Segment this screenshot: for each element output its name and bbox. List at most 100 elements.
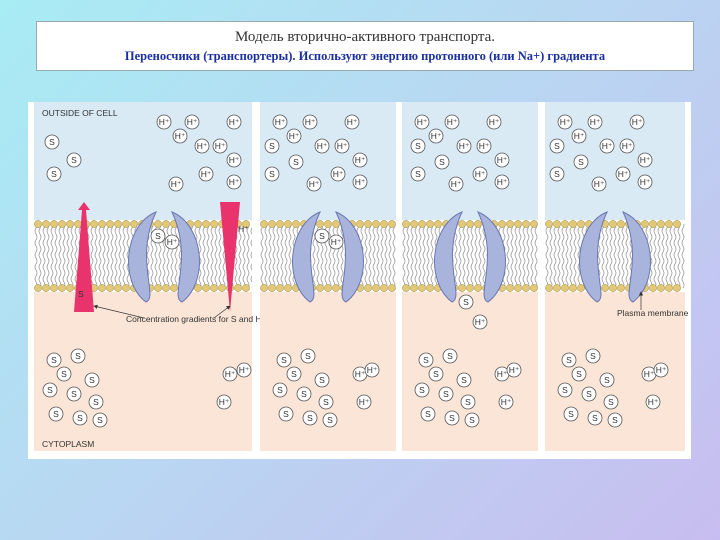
lipid-head xyxy=(268,284,276,292)
solute-label: S xyxy=(554,141,560,151)
proton-circle xyxy=(328,234,344,250)
solute-label: S xyxy=(277,385,283,395)
solute-label: S xyxy=(281,355,287,365)
solute-s: S xyxy=(581,386,597,402)
proton-h: H⁺ xyxy=(172,128,188,144)
solute-label: S xyxy=(71,389,77,399)
solute-circle xyxy=(44,134,60,150)
lipid-head xyxy=(364,220,372,228)
solute-circle xyxy=(464,412,480,428)
solute-label: S xyxy=(323,397,329,407)
proton-label: H⁺ xyxy=(451,179,462,189)
solute-label: S xyxy=(447,351,453,361)
solute-circle xyxy=(549,166,565,182)
lipid-head xyxy=(98,220,106,228)
lipid-head xyxy=(260,284,268,292)
proton-circle xyxy=(198,166,214,182)
lipid-head xyxy=(234,284,242,292)
proton-label: H⁺ xyxy=(355,155,366,165)
lipid-head xyxy=(665,220,673,228)
proton-label: H⁺ xyxy=(497,369,508,379)
solute-circle xyxy=(278,406,294,422)
solute-s: S xyxy=(150,228,166,244)
solute-label: S xyxy=(269,141,275,151)
lipid-head xyxy=(410,220,418,228)
lipid-head xyxy=(388,284,396,292)
proton-label: H⁺ xyxy=(602,141,613,151)
proton-label: H⁺ xyxy=(640,177,651,187)
solute-circle xyxy=(418,352,434,368)
lipid-head xyxy=(316,284,324,292)
lipid-head xyxy=(418,284,426,292)
proton-h: H⁺ xyxy=(212,138,228,154)
lipid-head xyxy=(609,220,617,228)
proton-h: H⁺ xyxy=(506,362,522,378)
lipid-head xyxy=(66,220,74,228)
proton-circle xyxy=(184,114,200,130)
proton-h: H⁺ xyxy=(286,128,302,144)
proton-label: H⁺ xyxy=(497,155,508,165)
solute-circle xyxy=(458,294,474,310)
proton-h: H⁺ xyxy=(328,234,344,250)
proton-circle xyxy=(236,362,252,378)
solute-s: S xyxy=(456,372,472,388)
solute-label: S xyxy=(319,375,325,385)
proton-label: H⁺ xyxy=(229,117,240,127)
solute-label: S xyxy=(415,169,421,179)
solute-circle xyxy=(561,352,577,368)
solute-s: S xyxy=(410,138,426,154)
lipid-head xyxy=(194,284,202,292)
proton-h: H⁺ xyxy=(222,366,238,382)
solute-label: S xyxy=(307,413,313,423)
proton-label: H⁺ xyxy=(594,179,605,189)
lipid-head xyxy=(577,220,585,228)
solute-circle xyxy=(563,406,579,422)
solute-label: S xyxy=(612,415,618,425)
lipid-head xyxy=(268,220,276,228)
solute-s: S xyxy=(464,412,480,428)
lipid-head xyxy=(316,220,324,228)
solute-circle xyxy=(603,394,619,410)
solute-s: S xyxy=(557,382,573,398)
proton-label: H⁺ xyxy=(417,117,428,127)
transporter-protein xyxy=(128,211,200,303)
solute-circle xyxy=(585,348,601,364)
lipid-head xyxy=(458,284,466,292)
lipid-head xyxy=(402,220,410,228)
solute-label: S xyxy=(415,141,421,151)
solute-circle xyxy=(300,348,316,364)
proton-h: H⁺ xyxy=(364,362,380,378)
solute-circle xyxy=(288,154,304,170)
lipid-head xyxy=(324,284,332,292)
proton-h: H⁺ xyxy=(352,152,368,168)
solute-s: S xyxy=(599,372,615,388)
proton-h: H⁺ xyxy=(334,138,350,154)
proton-circle xyxy=(314,138,330,154)
lipid-head xyxy=(154,284,162,292)
lipid-head xyxy=(372,284,380,292)
solute-circle xyxy=(286,366,302,382)
solute-s: S xyxy=(603,394,619,410)
proton-label: H⁺ xyxy=(309,179,320,189)
proton-circle xyxy=(591,176,607,192)
solute-s: S xyxy=(296,386,312,402)
proton-label: H⁺ xyxy=(447,117,458,127)
lipid-head xyxy=(162,220,170,228)
solute-label: S xyxy=(291,369,297,379)
lipid-head xyxy=(380,284,388,292)
lipid-head xyxy=(292,220,300,228)
solute-circle xyxy=(410,138,426,154)
solute-label: S xyxy=(433,369,439,379)
solute-circle xyxy=(92,412,108,428)
lipid-head xyxy=(410,284,418,292)
solute-label: S xyxy=(590,351,596,361)
lipid-head xyxy=(514,220,522,228)
solute-s: S xyxy=(66,152,82,168)
lipid-head xyxy=(649,284,657,292)
solute-s: S xyxy=(42,382,58,398)
lipid-head xyxy=(218,284,226,292)
proton-circle xyxy=(629,114,645,130)
proton-h: H⁺ xyxy=(194,138,210,154)
solute-label: S xyxy=(327,415,333,425)
solute-label: S xyxy=(586,389,592,399)
